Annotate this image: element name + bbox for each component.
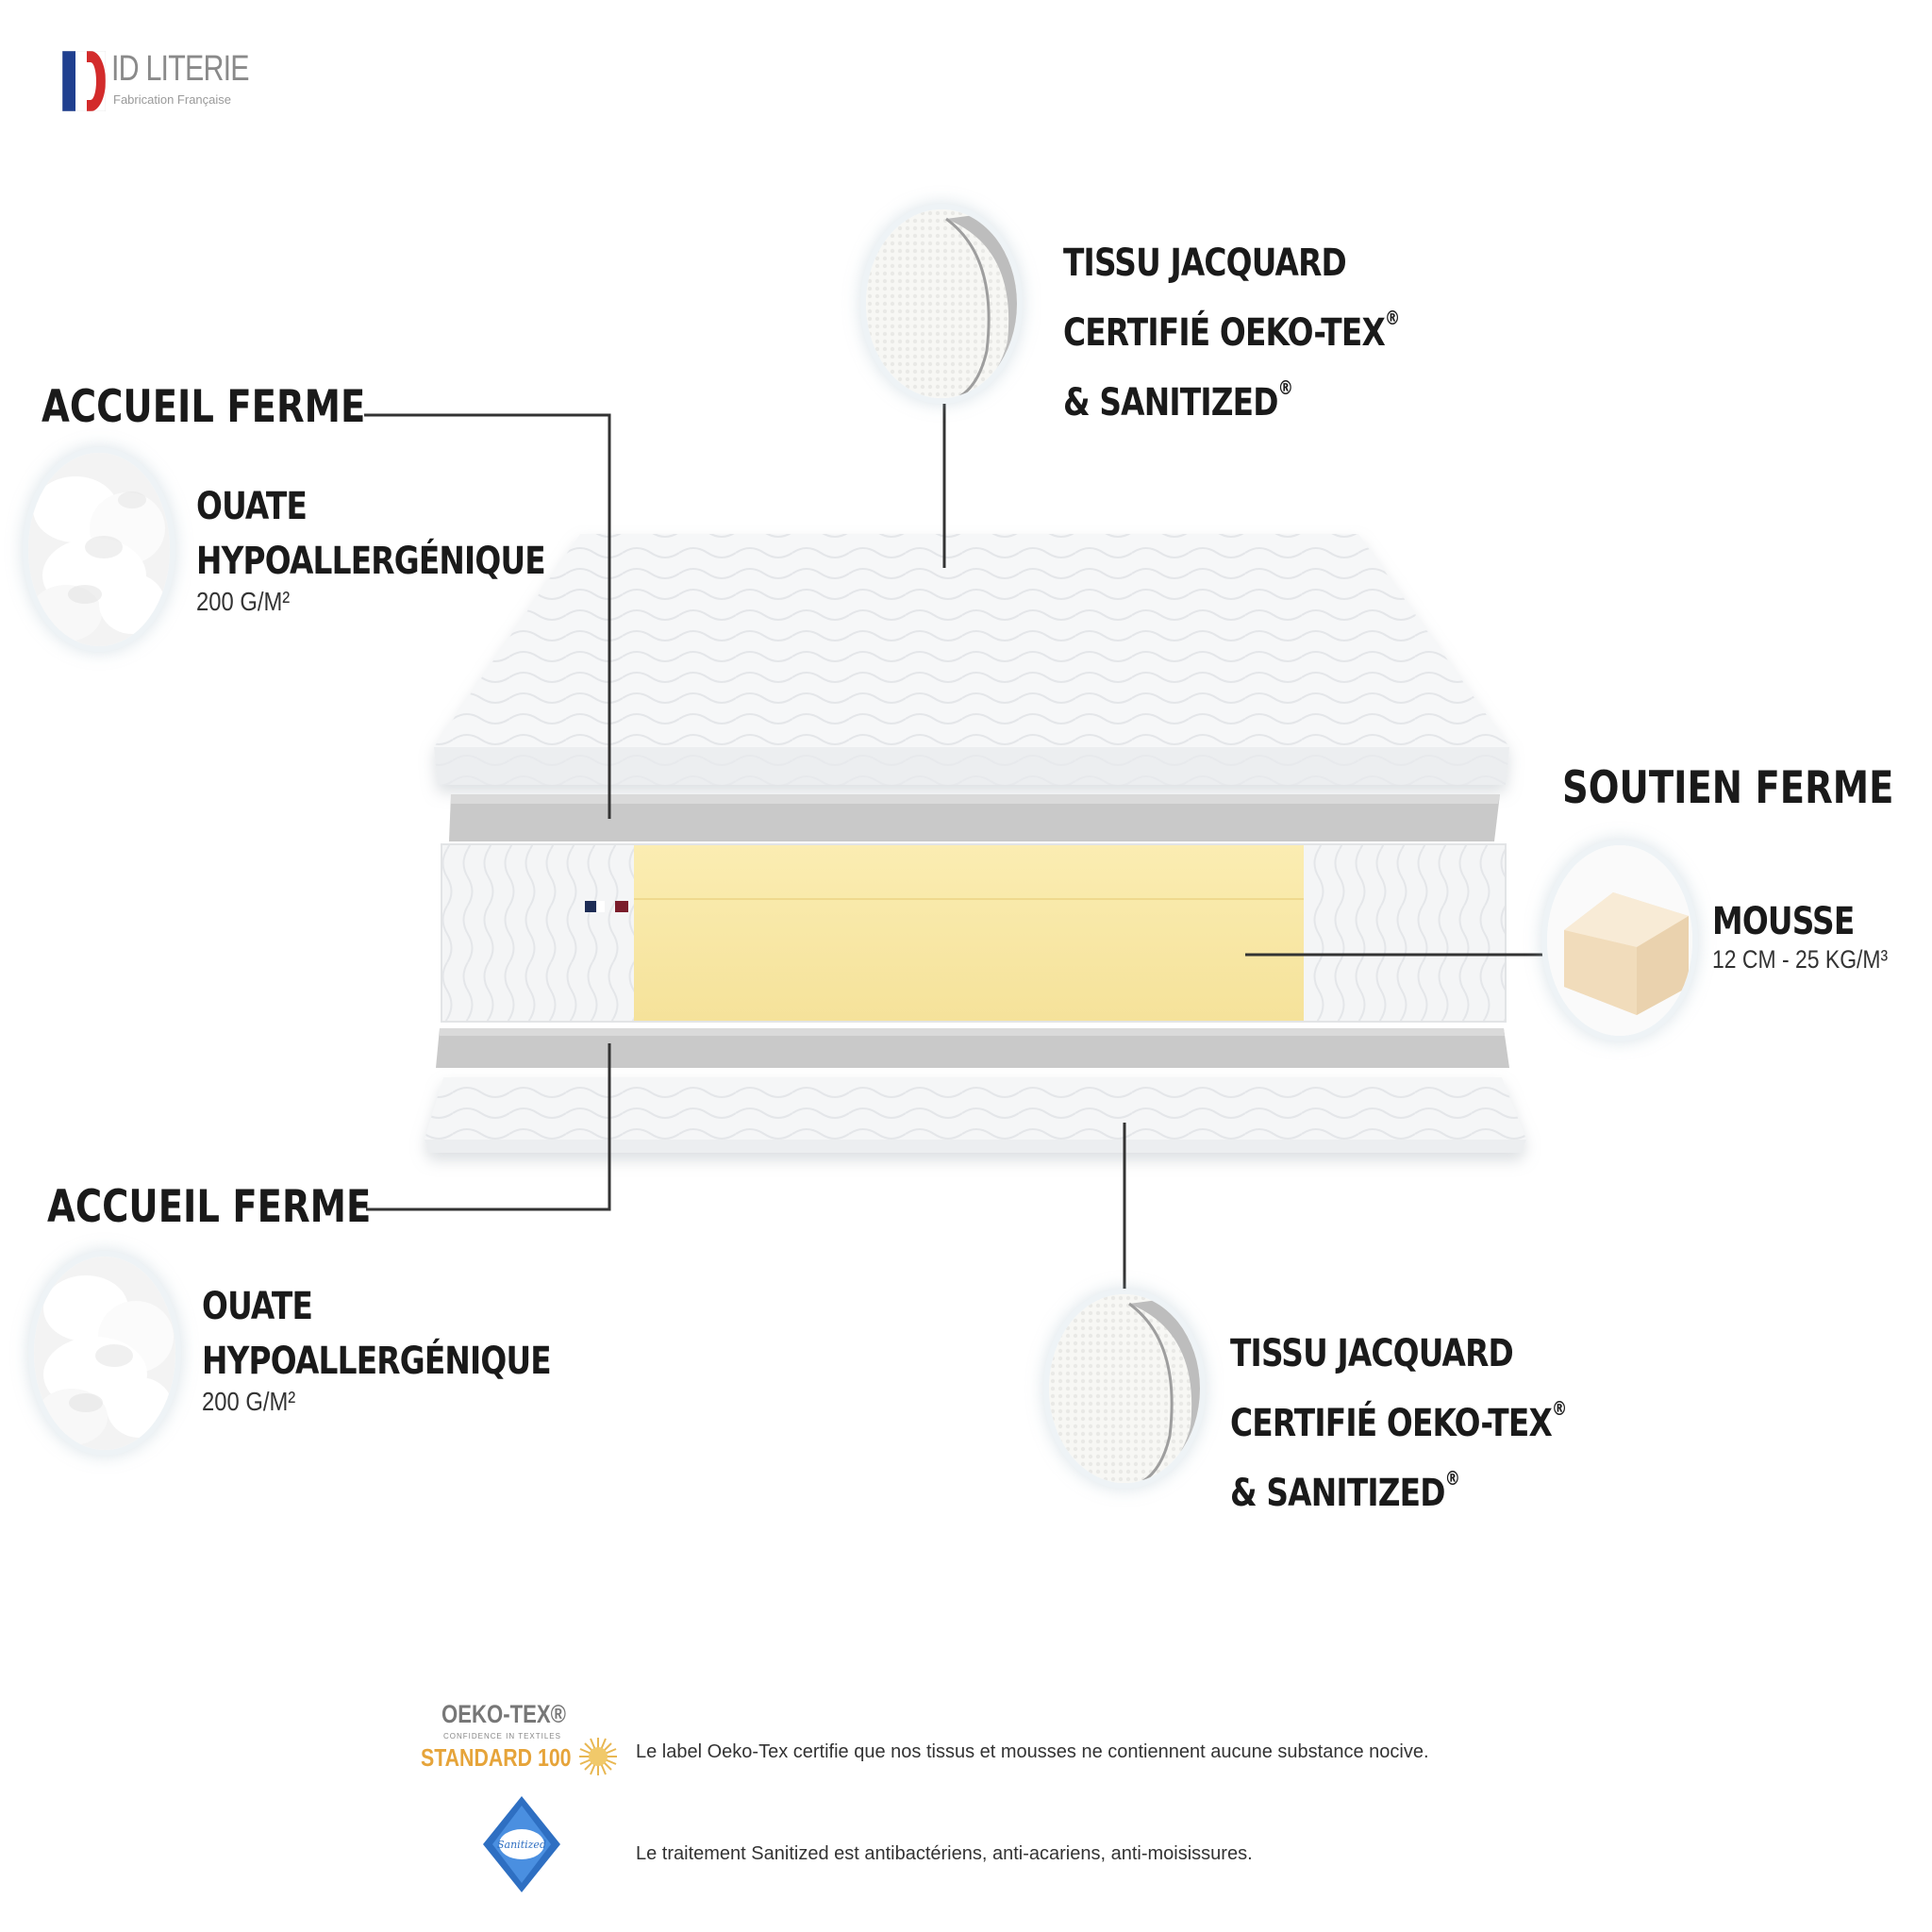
top-comfort-material-line1: OUATE (196, 485, 308, 528)
bottom-fabric-layer (425, 1077, 1526, 1153)
foam-block-icon (1547, 845, 1692, 1036)
core-description: MOUSSE 12 CM - 25 KG/M³ (1712, 894, 1919, 974)
sanitized-description: Le traitement Sanitized est antibactérie… (636, 1843, 1253, 1864)
core-material: MOUSSE (1712, 900, 1855, 943)
flag-label-blue (585, 901, 596, 912)
bottom-fabric-line2: CERTIFIÉ OEKO-TEX (1230, 1402, 1553, 1445)
sanitized-shield-icon: Sanitized (483, 1796, 560, 1892)
top-fabric-line1: TISSU JACQUARD (1063, 242, 1347, 285)
wadding-top-image (28, 453, 170, 646)
sun-emblem-icon (579, 1738, 617, 1775)
bottom-fabric-description: TISSU JACQUARD CERTIFIÉ OEKO-TEX® & SANI… (1230, 1326, 1567, 1521)
top-fabric-line3-row: & SANITIZED® (1063, 360, 1400, 430)
oeko-logo-bottom: STANDARD 100 (421, 1743, 572, 1772)
wadding-bottom-image (34, 1257, 175, 1450)
registered-mark: ® (1384, 307, 1400, 329)
registered-mark: ® (1551, 1397, 1567, 1420)
registered-mark: ® (1444, 1467, 1460, 1490)
core-spec: 12 CM - 25 KG/M³ (1712, 945, 1889, 974)
bottom-fabric-line3: & SANITIZED (1230, 1472, 1445, 1515)
top-fabric-line2: CERTIFIÉ OEKO-TEX (1063, 311, 1386, 355)
bottom-fabric-line2-row: CERTIFIÉ OEKO-TEX® (1230, 1381, 1567, 1451)
top-gray-layer (449, 794, 1500, 841)
top-comfort-spec: 200 G/M² (196, 587, 291, 616)
bottom-fabric-line3-row: & SANITIZED® (1230, 1451, 1567, 1521)
brand-tagline: Fabrication Française (113, 92, 231, 107)
top-comfort-connector (364, 413, 611, 819)
core-heading: SOUTIEN FERME (1562, 762, 1894, 814)
bottom-comfort-connector (366, 1043, 611, 1211)
top-fabric-description: TISSU JACQUARD CERTIFIÉ OEKO-TEX® & SANI… (1063, 236, 1400, 430)
top-comfort-material-line2: HYPOALLERGÉNIQUE (196, 540, 546, 583)
bottom-comfort-spec: 200 G/M² (202, 1387, 296, 1416)
bottom-comfort-material-line1: OUATE (202, 1285, 313, 1328)
sanitized-logo-text: Sanitized (497, 1839, 546, 1851)
top-fabric-line2-row: CERTIFIÉ OEKO-TEX® (1063, 291, 1400, 360)
bottom-comfort-heading: ACCUEIL FERME (47, 1181, 372, 1233)
brand-name: ID LITERIE (111, 49, 250, 89)
registered-mark: ® (1277, 376, 1293, 399)
top-comfort-description: OUATE HYPOALLERGÉNIQUE 200 G/M² (196, 479, 622, 617)
foam-core (634, 844, 1304, 1022)
connector-lines (364, 404, 1547, 1291)
top-fabric-layer (434, 534, 1509, 785)
bottom-comfort-description: OUATE HYPOALLERGÉNIQUE 200 G/M² (202, 1279, 627, 1417)
oeko-tex-description: Le label Oeko-Tex certifie que nos tissu… (636, 1741, 1429, 1762)
cotton-wadding-icon (28, 453, 170, 646)
cotton-wadding-icon (34, 1257, 175, 1450)
top-fabric-line3: & SANITIZED (1063, 381, 1278, 425)
oeko-logo-mid: CONFIDENCE IN TEXTILES (443, 1732, 561, 1740)
top-comfort-heading: ACCUEIL FERME (42, 381, 366, 433)
bottom-fabric-line1: TISSU JACQUARD (1230, 1332, 1514, 1375)
oeko-logo-top: OEKO-TEX® (441, 1700, 566, 1728)
bottom-comfort-material-line2: HYPOALLERGÉNIQUE (202, 1340, 552, 1383)
oeko-tex-logo: OEKO-TEX® CONFIDENCE IN TEXTILES STANDAR… (421, 1700, 619, 1785)
flag-label-red (615, 901, 628, 912)
core-block (441, 843, 1507, 1023)
flag-d-logo-icon (62, 51, 106, 111)
jacquard-fabric-icon (1049, 1294, 1200, 1483)
bottom-gray-layer (436, 1028, 1509, 1068)
foam-swatch-image (1547, 845, 1692, 1036)
brand-logo: ID LITERIE Fabrication Française (62, 49, 260, 115)
fabric-swatch-top-image (866, 209, 1017, 398)
jacquard-fabric-icon (866, 209, 1017, 398)
sanitized-logo: Sanitized (479, 1792, 564, 1896)
fabric-swatch-bottom-image (1049, 1294, 1200, 1483)
